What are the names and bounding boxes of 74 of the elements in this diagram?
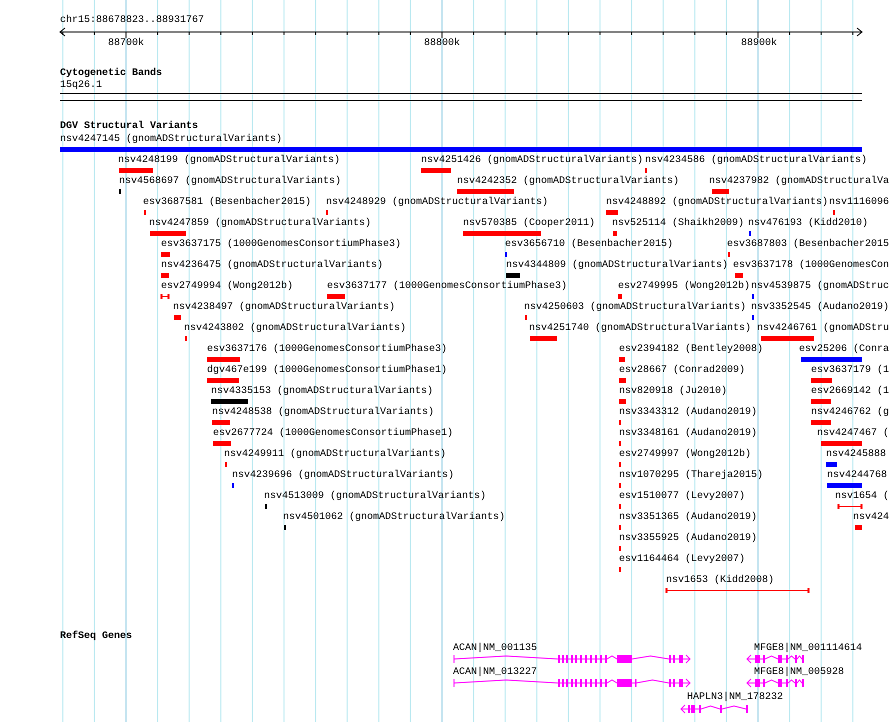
variant-label: esv2749994 (Wong2012b) bbox=[161, 281, 294, 293]
variant-label: nsv424 bbox=[853, 512, 890, 524]
variant-label: nsv1116096 bbox=[829, 197, 890, 209]
variant-label: nsv4236475 (gnomADStructuralVariants) bbox=[161, 260, 384, 272]
variant-label: nsv4344809 (gnomADStructuralVariants) bbox=[506, 260, 728, 272]
gene-label: HAPLN3|NM_178232 bbox=[687, 692, 784, 704]
variant-label: nsv4513009 (gnomADStructuralVariants) bbox=[264, 491, 486, 503]
variant-label: nsv4335153 (gnomADStructuralVariants) bbox=[211, 386, 434, 398]
variant-label: esv3637177 (1000GenomesConsortiumPhase3) bbox=[327, 281, 568, 293]
variant-label: esv28667 (Conrad2009) bbox=[619, 365, 746, 377]
variant-label: esv3637178 (1000GenomesCon bbox=[733, 260, 890, 272]
track-title: RefSeq Genes bbox=[60, 631, 132, 643]
variant-label: esv3637175 (1000GenomesConsortiumPhase3) bbox=[161, 239, 402, 251]
variant-label: nsv3355925 (Audano2019) bbox=[619, 533, 758, 545]
variant-label: nsv3352545 (Audano2019) bbox=[751, 302, 890, 314]
variant-label: nsv4245888 bbox=[826, 449, 886, 461]
variant-label: nsv4248199 (gnomADStructuralVariants) bbox=[118, 155, 340, 167]
variant-label: esv3637176 (1000GenomesConsortiumPhase3) bbox=[207, 344, 448, 356]
variant-label: esv2394182 (Bentley2008) bbox=[619, 344, 764, 356]
variant-label: nsv4238497 (gnomADStructuralVariants) bbox=[173, 302, 396, 314]
variant-label: nsv1654 ( bbox=[835, 491, 890, 503]
variant-label: nsv4243802 (gnomADStructuralVariants) bbox=[184, 323, 406, 335]
variant-label: esv3637179 (1 bbox=[811, 365, 890, 377]
gene-label: MFGE8|NM_001114614 bbox=[754, 643, 862, 655]
cytoband-label: 15q26.1 bbox=[60, 80, 102, 92]
variant-label: esv3687803 (Besenbacher2015 bbox=[727, 239, 890, 251]
variant-label: nsv3343312 (Audano2019) bbox=[619, 407, 758, 419]
gene-label: ACAN|NM_001135 bbox=[453, 643, 538, 655]
variant-label: nsv4239696 (gnomADStructuralVariants) bbox=[232, 470, 454, 482]
variant-label: esv3687581 (Besenbacher2015) bbox=[143, 197, 312, 209]
variant-label: nsv4251740 (gnomADStructuralVariants) bbox=[529, 323, 752, 335]
variant-label: esv2749995 (Wong2012b) bbox=[618, 281, 750, 293]
variant-label: nsv4247467 ( bbox=[817, 428, 890, 440]
position-label: chr15:88678823..88931767 bbox=[60, 15, 204, 27]
tick-label: 88900k bbox=[741, 38, 778, 50]
variant-label: dgv467e199 (1000GenomesConsortiumPhase1) bbox=[207, 365, 448, 377]
tick-label: 88800k bbox=[424, 38, 460, 50]
variant-label: nsv4237982 (gnomADStructuralVa bbox=[709, 176, 890, 188]
variant-label: nsv4242352 (gnomADStructuralVariants) bbox=[457, 176, 680, 188]
variant-label: nsv4501062 (gnomADStructuralVariants) bbox=[283, 512, 506, 524]
variant-label: nsv4234586 (gnomADStructuralVariants) bbox=[645, 155, 868, 167]
variant-label: nsv3351365 (Audano2019) bbox=[619, 512, 758, 524]
variant-label: nsv570385 (Cooper2011) bbox=[463, 218, 596, 230]
variant-label: esv2749997 (Wong2012b) bbox=[619, 449, 752, 461]
variant-label: nsv4247145 (gnomADStructuralVariants) bbox=[60, 134, 282, 146]
gene-label: ACAN|NM_013227 bbox=[453, 667, 538, 679]
variant-label: nsv476193 (Kidd2010) bbox=[748, 218, 868, 230]
variant-label: esv25206 (Conra bbox=[799, 344, 890, 356]
variant-label: nsv3348161 (Audano2019) bbox=[619, 428, 758, 440]
variant-label: nsv4539875 (gnomADStruc bbox=[751, 281, 890, 293]
track-title: Cytogenetic Bands bbox=[60, 68, 162, 80]
variant-label: nsv4248929 (gnomADStructuralVariants) bbox=[326, 197, 548, 209]
track-title: DGV Structural Variants bbox=[60, 121, 198, 133]
tick-label: 88700k bbox=[108, 38, 144, 50]
variant-label: nsv4246761 (gnomADStru bbox=[757, 323, 890, 335]
variant-label: nsv4250603 (gnomADStructuralVariants) bbox=[524, 302, 746, 314]
gene-label: MFGE8|NM_005928 bbox=[754, 667, 844, 679]
variant-label: nsv4247859 (gnomADStructuralVariants) bbox=[149, 218, 372, 230]
variant-label: nsv4249911 (gnomADStructuralVariants) bbox=[224, 449, 446, 461]
variant-label: esv2669142 (1 bbox=[811, 386, 890, 398]
variant-label: nsv820918 (Ju2010) bbox=[619, 386, 728, 398]
variant-label: esv2677724 (1000GenomesConsortiumPhase1) bbox=[213, 428, 454, 440]
variant-label: esv1164464 (Levy2007) bbox=[619, 554, 746, 566]
variant-label: nsv525114 (Shaikh2009) bbox=[612, 218, 744, 230]
variant-label: nsv4248538 (gnomADStructuralVariants) bbox=[212, 407, 434, 419]
variant-label: nsv4246762 (g bbox=[811, 407, 890, 419]
variant-label: esv1510077 (Levy2007) bbox=[619, 491, 746, 503]
variant-label: nsv4248892 (gnomADStructuralVariants) bbox=[606, 197, 828, 209]
variant-label: nsv4244768 bbox=[827, 470, 888, 482]
variant-label: esv3656710 (Besenbacher2015) bbox=[505, 239, 674, 251]
variant-label: nsv4251426 (gnomADStructuralVariants) bbox=[421, 155, 644, 167]
variant-label: nsv1070295 (Thareja2015) bbox=[619, 470, 764, 482]
variant-label: nsv4568697 (gnomADStructuralVariants) bbox=[119, 176, 342, 188]
variant-label: nsv1653 (Kidd2008) bbox=[666, 575, 774, 587]
